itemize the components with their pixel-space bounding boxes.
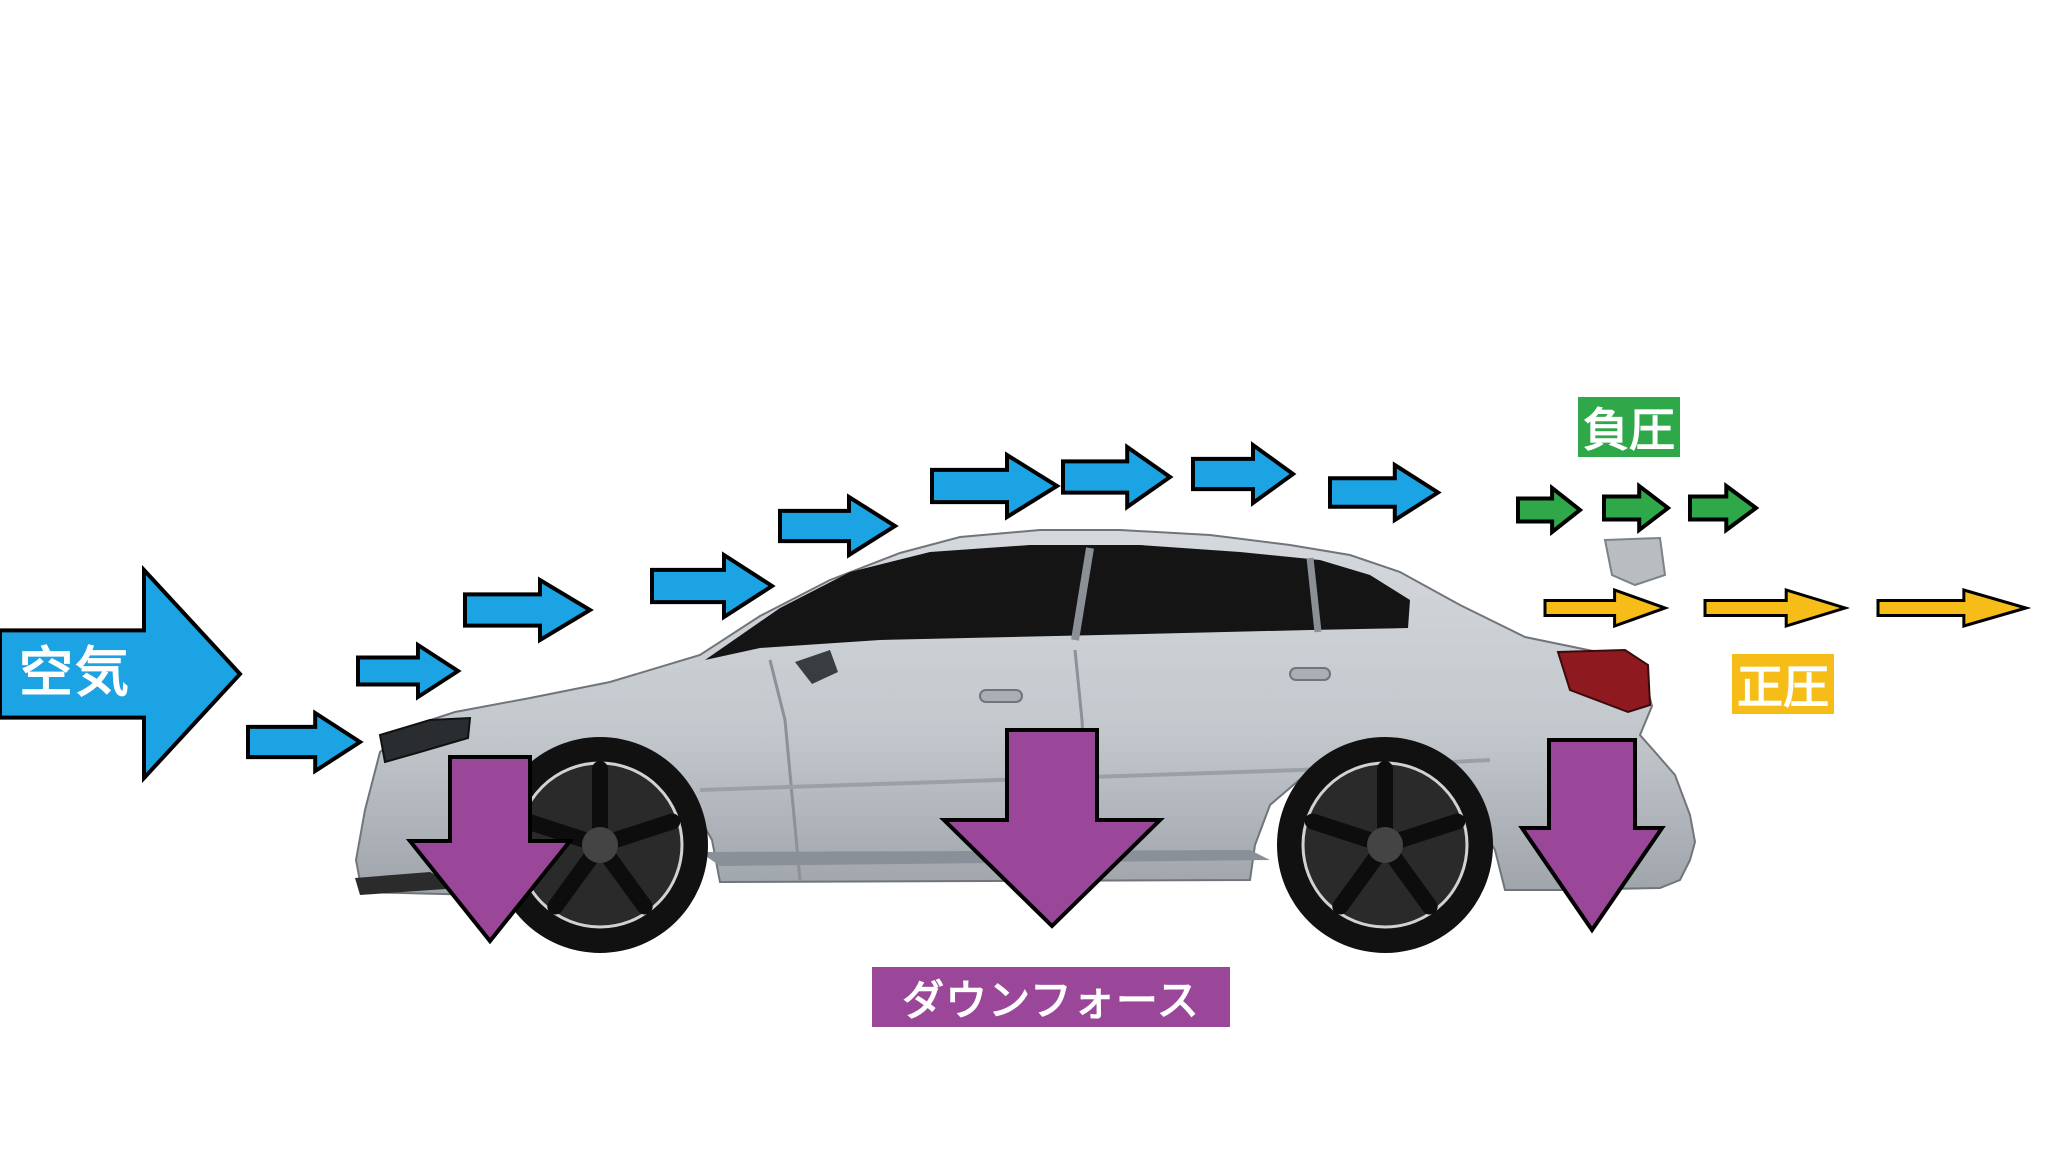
positive-pressure-arrow	[1543, 587, 1670, 629]
car-side-mirror	[795, 650, 838, 684]
downforce-arrows	[405, 728, 1666, 945]
negative-pressure-label: 負圧	[1578, 397, 1680, 457]
positive-pressure-arrows	[1543, 587, 2032, 629]
downforce-arrow	[1518, 738, 1666, 934]
air-arrow	[463, 576, 594, 644]
car-image	[354, 529, 1697, 953]
car-tail-light	[1556, 648, 1652, 714]
air-arrow	[650, 551, 776, 621]
air-arrow	[930, 451, 1061, 521]
air-arrow	[1061, 443, 1174, 511]
negative-pressure-arrow	[1688, 482, 1760, 534]
airflow-arrows	[0, 441, 1442, 784]
car-front-lip	[355, 872, 460, 895]
car-windows	[705, 545, 1410, 660]
car-c-pillar	[1306, 557, 1322, 633]
downforce-arrow	[405, 755, 575, 945]
air-arrow	[1328, 461, 1442, 524]
car-headlight	[378, 716, 472, 764]
car-rear-door-handle	[1289, 667, 1331, 681]
downforce-arrow	[939, 728, 1165, 929]
air-arrow	[778, 493, 899, 559]
air-arrow	[1191, 441, 1297, 507]
car-rear-wing	[1603, 536, 1667, 587]
positive-pressure-arrow	[1703, 587, 1851, 629]
air-arrow	[356, 641, 462, 701]
negative-pressure-arrow	[1516, 483, 1584, 537]
positive-pressure-label: 正圧	[1732, 654, 1834, 714]
positive-pressure-arrow	[1876, 588, 2032, 628]
air-arrow	[246, 709, 364, 775]
air-label: 空気	[19, 641, 131, 704]
car-front-door-handle	[979, 689, 1023, 703]
downforce-label: ダウンフォース	[872, 967, 1230, 1027]
air-arrow-large	[0, 564, 243, 784]
car-b-pillar	[1071, 547, 1094, 641]
car-front-door-seam	[768, 659, 802, 881]
negative-pressure-arrow	[1602, 481, 1672, 535]
car-front-wheel	[492, 737, 708, 953]
car-rear-wheel	[1277, 737, 1493, 953]
negative-pressure-arrows	[1516, 481, 1760, 537]
